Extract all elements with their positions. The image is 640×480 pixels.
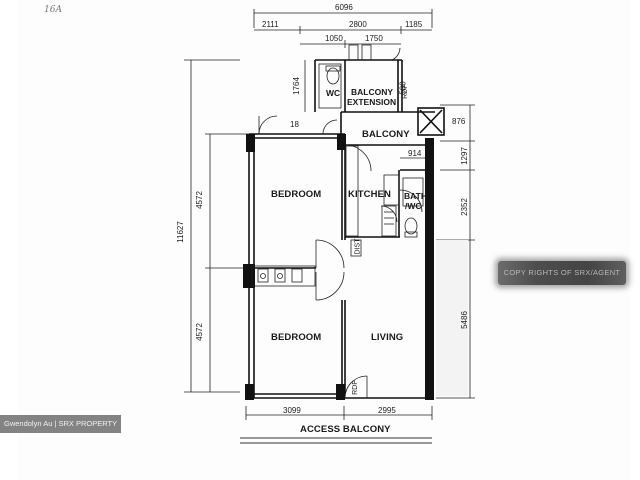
right-thick-wall — [425, 138, 434, 400]
dim-left-total: 11627 — [175, 221, 185, 243]
dim-stub-18: 18 — [290, 120, 299, 129]
dim-left-lower: 4572 — [194, 323, 204, 341]
access-balcony-lines — [240, 437, 432, 444]
kitchen-counter — [345, 145, 400, 257]
label-rdp-top: RDP — [401, 84, 409, 99]
corner-handwritten-note: 16A — [44, 5, 62, 15]
dim-overall-width: 6096 — [335, 3, 353, 12]
room-label-access-balcony: ACCESS BALCONY — [300, 424, 391, 435]
dim-right-1297: 1297 — [459, 147, 469, 165]
dimension-lines — [184, 9, 475, 420]
dim-right-2352: 2352 — [459, 198, 469, 216]
dim-right-5486: 5486 — [459, 311, 469, 329]
room-label-kitchen: KITCHEN — [348, 189, 391, 200]
room-label-wc: WC — [326, 88, 341, 98]
label-rdp-bottom: RDP — [351, 380, 359, 395]
watermark-band: COPY RIGHTS OF SRX/AGENT — [498, 261, 626, 285]
column-block — [337, 134, 346, 150]
room-label-bedroom-top: BEDROOM — [271, 189, 322, 200]
column-block — [245, 384, 254, 400]
wc-fixtures — [318, 63, 424, 238]
room-label-balcony: BALCONY — [362, 129, 410, 140]
paper-sheet — [18, 0, 630, 480]
dim-left-upper: 4572 — [194, 191, 204, 209]
room-label-living: LIVING — [371, 332, 404, 343]
column-block — [246, 134, 255, 152]
credit-label: Gwendolyn Au | SRX PROPERTY — [0, 415, 121, 433]
dim-top-mid: 2800 — [349, 20, 367, 29]
dim-top-right: 1185 — [405, 20, 423, 29]
wardrobe-strip — [251, 265, 316, 287]
dim-bottom-left: 3099 — [283, 406, 301, 415]
room-label-bath: BATH — [404, 191, 427, 201]
room-label-balcony-extension-2: EXTENSION — [347, 97, 397, 107]
dim-ext-height: 1764 — [291, 77, 301, 95]
dim-kitchen-914: 914 — [408, 149, 422, 158]
dim-bottom-right: 2995 — [378, 406, 396, 415]
dim-right-876: 876 — [452, 117, 466, 126]
watermark-text: COPY RIGHTS OF SRX/AGENT — [503, 268, 621, 277]
dim-ext-right: 1750 — [365, 34, 383, 43]
column-block — [243, 264, 255, 288]
dim-ext-left: 1050 — [325, 34, 343, 43]
dim-top-left: 2111 — [262, 20, 279, 29]
label-dist: DIST — [354, 238, 362, 255]
room-label-bath-wc: /WC — [405, 201, 422, 211]
room-label-balcony-extension-1: BALCONY — [351, 87, 394, 97]
room-label-bedroom-bottom: BEDROOM — [271, 332, 322, 343]
right-shade — [436, 240, 468, 396]
column-block — [336, 384, 345, 400]
